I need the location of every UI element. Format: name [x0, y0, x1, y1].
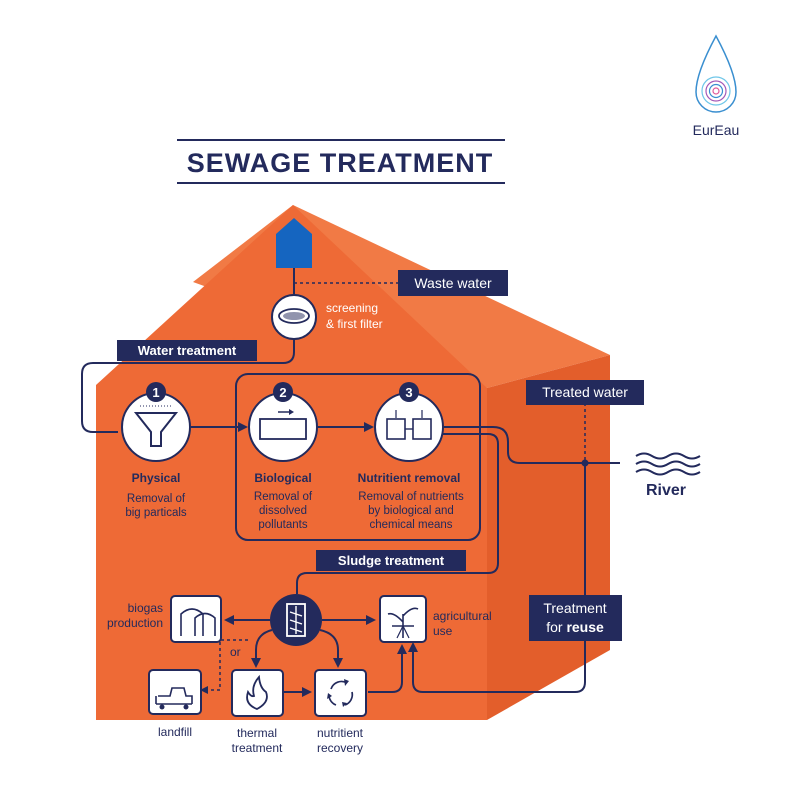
screening-label-1: screening: [326, 301, 378, 315]
landfill-label: landfill: [158, 725, 192, 739]
landfill-icon: [148, 669, 202, 715]
biogas-icon: [170, 595, 222, 643]
eureau-logo: EurEau: [693, 34, 740, 138]
thermal-label-2: treatment: [232, 741, 283, 755]
step-2-title: Biological: [254, 471, 311, 485]
thermal-label-1: thermal: [237, 726, 277, 740]
agricultural-label-1: agricultural: [433, 609, 492, 623]
step-3-title: Nutritient removal: [358, 471, 461, 485]
house-side: [487, 355, 610, 720]
recovery-label-2: recovery: [317, 741, 363, 755]
step-2-desc-3: pollutants: [258, 519, 307, 531]
agricultural-label-2: use: [433, 624, 453, 638]
step-1-title: Physical: [132, 471, 181, 485]
step-3-desc-1: Removal of nutrients: [358, 491, 464, 503]
arrow-step1-to-step2: [238, 422, 248, 432]
house-front: [96, 205, 487, 720]
river-label: River: [646, 482, 686, 499]
sludge-treatment-label: Sludge treatment: [338, 553, 445, 568]
step-1-icon-circle: [121, 392, 191, 462]
water-treatment-label: Water treatment: [138, 343, 237, 358]
step-2-number: 2: [279, 385, 286, 400]
arrow-to-agriculture: [366, 615, 376, 625]
thermal-icon: [231, 669, 284, 717]
waste-water-label-box: [398, 270, 508, 296]
tank-icon: [259, 418, 307, 440]
sludge-treatment-label-box: [316, 550, 466, 571]
screening-label-2: & first filter: [326, 317, 383, 331]
page-title: SEWAGE TREATMENT: [187, 148, 494, 178]
arrow-recovery-to-agriculture: [397, 644, 407, 654]
step-2-number-badge: [273, 382, 293, 402]
step-2-desc-2: dissolved: [259, 505, 307, 517]
water-treatment-label-box: [117, 340, 257, 361]
biogas-label-1: biogas: [128, 601, 163, 615]
recovery-icon: [314, 669, 367, 717]
treated-water-label-box: [526, 380, 644, 405]
step-3-desc-2: by biological and: [368, 505, 454, 517]
arrow-thermal-to-recovery: [302, 687, 312, 697]
treated-water-label: Treated water: [542, 384, 628, 400]
arrow-to-recovery: [333, 658, 343, 668]
step-1-desc-2: big particals: [125, 507, 187, 519]
brand-name: EurEau: [693, 122, 740, 138]
reuse-label-1: Treatment: [543, 600, 606, 616]
step-1-desc-1: Removal of: [127, 493, 186, 505]
step-3-number-badge: [399, 382, 419, 402]
biological-group-frame: [235, 373, 481, 541]
recovery-label-1: nutritient: [317, 726, 364, 740]
arrow-to-biogas: [224, 615, 234, 625]
funnel-icon: [133, 412, 179, 447]
step-1-number: 1: [152, 385, 159, 400]
home-icon: [276, 218, 312, 268]
step-2-desc-1: Removal of: [254, 491, 313, 503]
arrow-to-landfill: [200, 686, 208, 694]
treatment-reuse-label-box: [529, 595, 622, 641]
step-1-number-badge: [146, 382, 166, 402]
waste-water-label: Waste water: [414, 275, 492, 291]
reuse-label-2: for reuse: [546, 619, 604, 635]
biogas-label-2: production: [107, 616, 163, 630]
step-3-number: 3: [405, 385, 412, 400]
or-label: or: [230, 645, 241, 659]
step-3-desc-3: chemical means: [369, 519, 452, 531]
river-waves-icon: [635, 452, 701, 476]
arrow-to-thermal: [251, 658, 261, 668]
step-3-icon-circle: [374, 392, 444, 462]
arrow-step2-to-step3: [364, 422, 374, 432]
